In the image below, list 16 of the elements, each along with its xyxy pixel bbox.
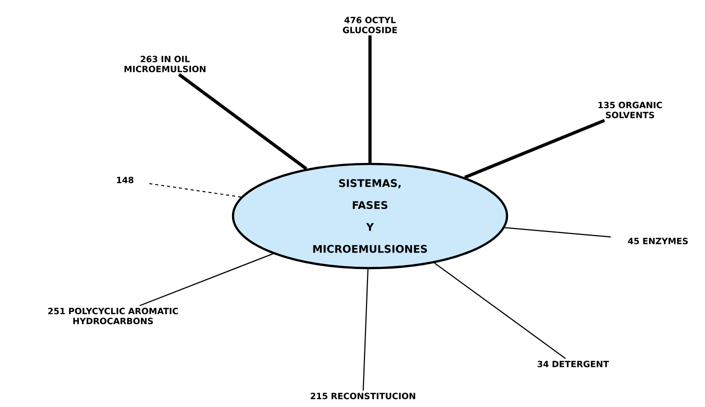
topic-label: 263 IN OIL MICROEMULSION bbox=[124, 56, 206, 72]
topic-label: 148 bbox=[117, 176, 134, 184]
connector-line bbox=[464, 118, 606, 179]
connector-line bbox=[146, 182, 242, 198]
topic-label: 34 DETERGENT bbox=[538, 360, 609, 368]
connector-line bbox=[434, 262, 566, 359]
connector-line bbox=[504, 227, 611, 238]
topic-label: 45 ENZYMES bbox=[628, 238, 688, 244]
topic-label: 135 ORGANIC SOLVENTS bbox=[598, 102, 662, 118]
connector-line bbox=[178, 73, 308, 170]
connector-line bbox=[368, 35, 372, 163]
connector-line bbox=[140, 253, 274, 306]
topic-label: 215 RECONSTITUCION bbox=[310, 392, 416, 400]
topic-label: 251 POLYCYCLIC AROMATIC HYDROCARBONS bbox=[48, 308, 178, 324]
connector-line bbox=[362, 269, 368, 391]
topic-label: 476 OCTYL GLUCOSIDE bbox=[342, 16, 397, 34]
